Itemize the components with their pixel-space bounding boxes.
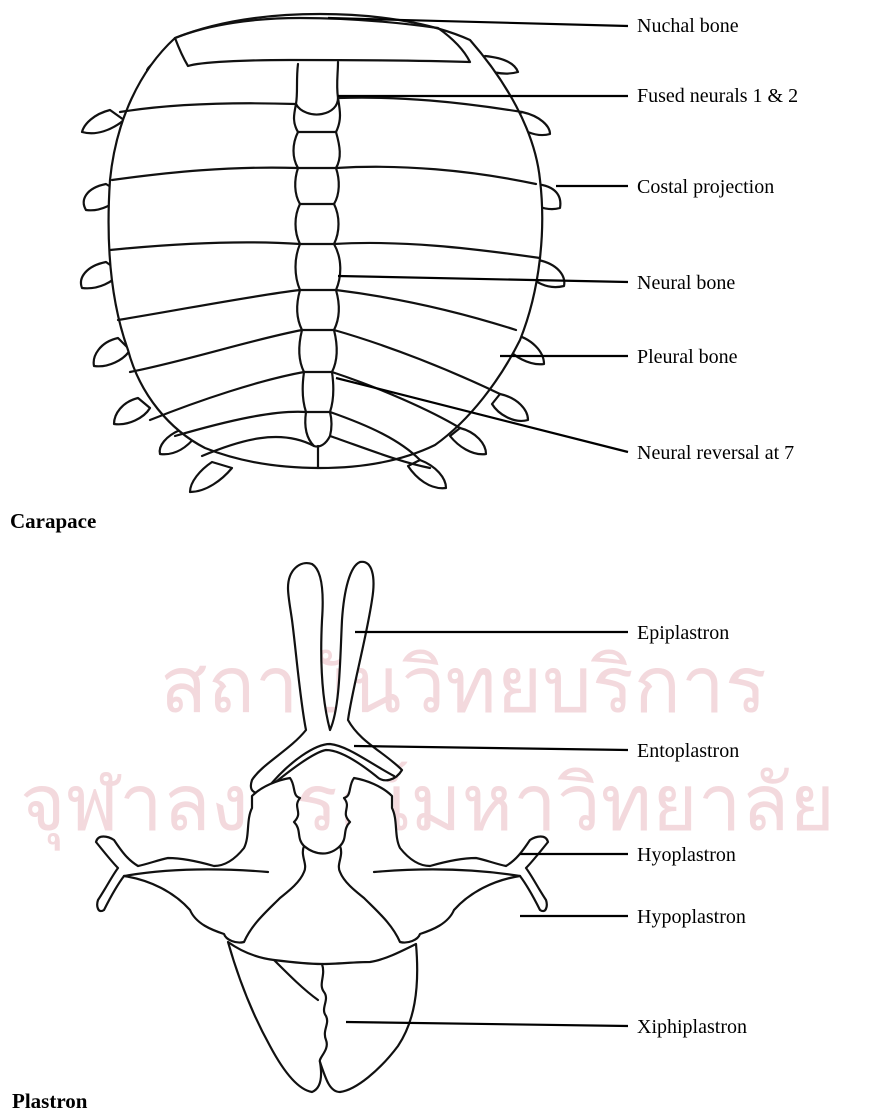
label-nuchal-bone: Nuchal bone <box>637 15 739 37</box>
carapace-outline <box>109 14 543 468</box>
watermark-line-2: จุฬาลงกรณ์มหาวิทยาลัย <box>20 759 835 851</box>
label-pleural-bone: Pleural bone <box>637 346 738 368</box>
leader-entoplastron <box>354 746 628 750</box>
carapace-drawing <box>81 14 564 492</box>
caption-carapace: Carapace <box>10 509 96 533</box>
label-epiplastron: Epiplastron <box>637 622 729 644</box>
watermark-line-1: สถาบันวิทยบริการ <box>160 641 767 731</box>
caption-plastron: Plastron <box>12 1089 88 1113</box>
label-hyoplastron: Hyoplastron <box>637 844 736 866</box>
label-xiphiplastron: Xiphiplastron <box>637 1016 747 1038</box>
carapace-labels: Nuchal bone Fused neurals 1 & 2 Costal p… <box>637 15 798 464</box>
label-hypoplastron: Hypoplastron <box>637 906 746 928</box>
label-fused-neurals: Fused neurals 1 & 2 <box>637 85 798 107</box>
label-neural-reversal: Neural reversal at 7 <box>637 442 794 464</box>
label-entoplastron: Entoplastron <box>637 740 739 762</box>
label-neural-bone: Neural bone <box>637 272 735 294</box>
label-costal-projection: Costal projection <box>637 176 774 198</box>
